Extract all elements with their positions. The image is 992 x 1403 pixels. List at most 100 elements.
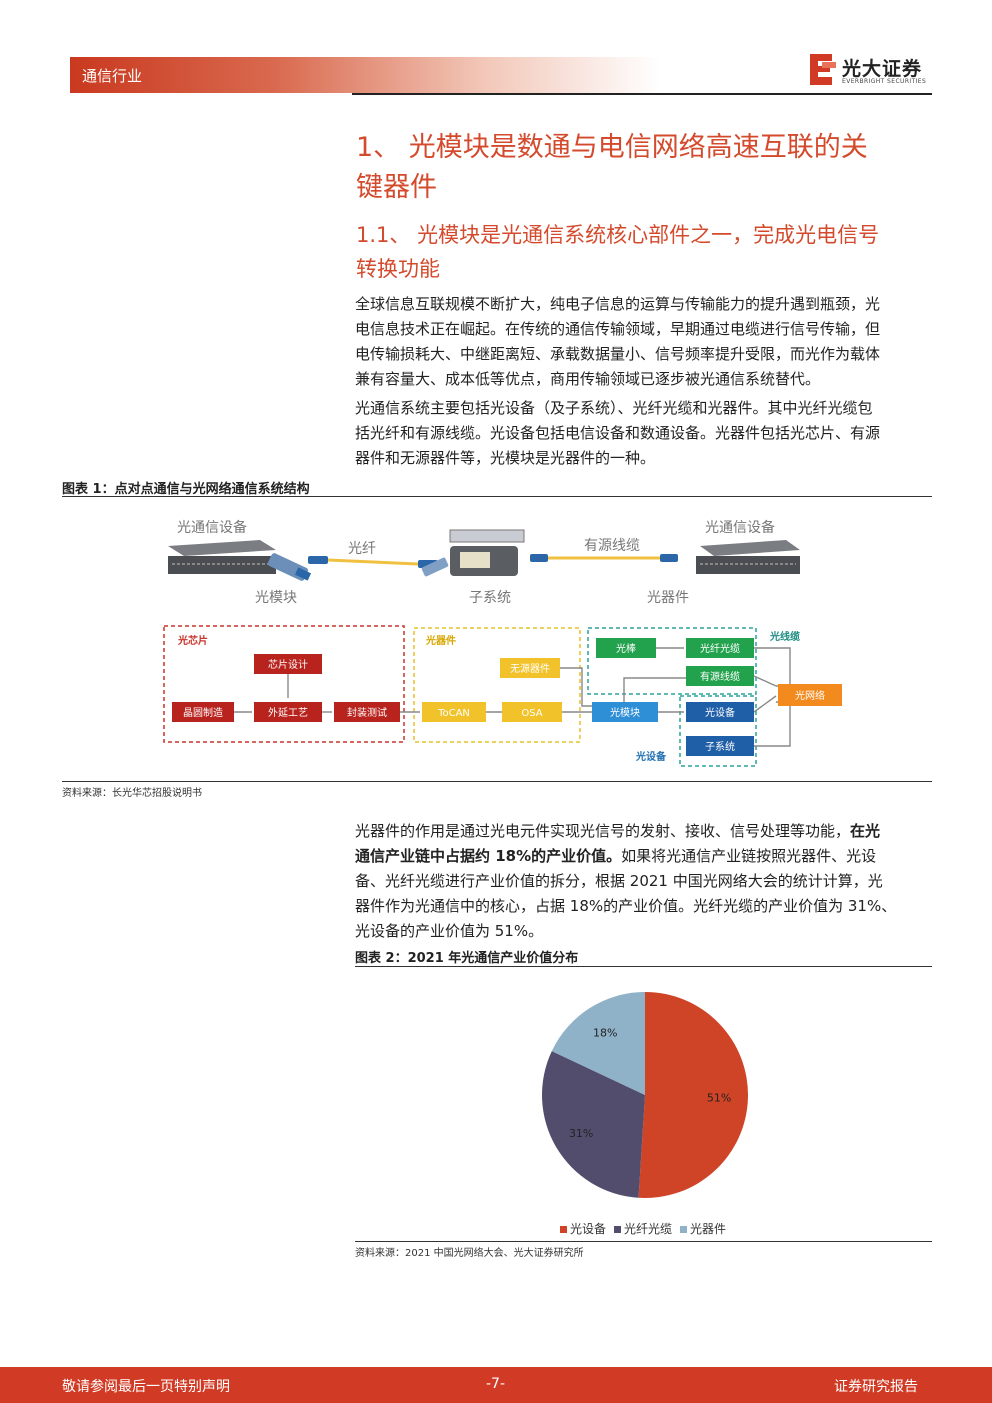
paragraph-1: 全球信息互联规模不断扩大，纯电子信息的运算与传输能力的提升遇到瓶颈，光 电信息技… — [355, 292, 932, 392]
box-tocan — [422, 702, 486, 722]
pie-data-label: 31% — [569, 1127, 593, 1140]
box-packaging — [334, 702, 400, 722]
heading-2-line2: 转换功能 — [356, 257, 440, 281]
header-section: 通信行业 — [82, 67, 143, 85]
box-chip-design-text: 芯片设计 — [268, 658, 308, 671]
pie-data-label: 51% — [707, 1091, 731, 1104]
group-chip-frame — [163, 625, 405, 743]
figure-1-top-rule — [62, 496, 932, 497]
p3-line: 器件作为光通信中的核心，占据 18%的产业价值。光纤光缆的产业价值为 31%、 — [355, 897, 897, 915]
footer-band: 敬请参阅最后一页特别声明 -7- 证券研究报告 — [0, 1367, 992, 1403]
box-module-text: 光模块 — [610, 706, 640, 719]
active-cable-icon — [530, 554, 678, 562]
box-epitaxy — [254, 702, 322, 722]
box-network-text: 光网络 — [795, 689, 825, 702]
legend-label: 光纤光缆 — [624, 1222, 673, 1236]
group-chip-label: 光芯片 — [177, 634, 208, 647]
box-subsystem — [686, 736, 754, 756]
p1-line: 全球信息互联规模不断扩大，纯电子信息的运算与传输能力的提升遇到瓶颈，光 — [355, 295, 881, 313]
legend-item: 光纤光缆 — [614, 1222, 672, 1236]
page-number: -7- — [486, 1376, 506, 1392]
box-active-cable-text: 有源线缆 — [700, 670, 740, 683]
box-osa-text: OSA — [521, 708, 542, 719]
box-fiber-cable-text: 光纤光缆 — [700, 642, 740, 655]
pie-slice — [542, 1051, 645, 1198]
figure-1-diagram: 光通信设备 光纤 有源线缆 光通信设备 光模块 子系统 光器件 光芯片 光器件 … — [163, 519, 842, 767]
p3-line: 通信产业链中占据约 18%的产业价值。如果将光通信产业链按照光器件、光设 — [355, 844, 932, 869]
figure-1-source: 资料来源：长光华芯招股说明书 — [62, 788, 202, 799]
p3-line: 备、光纤光缆进行产业价值的拆分，根据 2021 中国光网络大会的统计计算，光 — [355, 872, 883, 890]
figure-1-bottom-rule — [62, 781, 932, 782]
p1-line: 电信息技术正在崛起。在传统的通信传输领域，早期通过电缆进行信号传输，但 — [355, 320, 881, 338]
heading-1-line2: 键器件 — [356, 172, 437, 203]
group-cable-label: 光线缆 — [769, 630, 800, 643]
heading-1: 1、 光模块是数通与电信网络高速互联的关 键器件 — [356, 128, 936, 208]
box-fiber-cable — [686, 638, 754, 658]
label-equip-left: 光通信设备 — [177, 519, 247, 536]
pie-legend: 光设备 光纤光缆 光器件 — [560, 1218, 780, 1237]
heading-2-line1: 1.1、 光模块是光通信系统核心部件之一，完成光电信号 — [356, 223, 880, 247]
box-passive-text: 无源器件 — [510, 662, 550, 675]
heading-2: 1.1、 光模块是光通信系统核心部件之一，完成光电信号 转换功能 — [356, 218, 936, 286]
box-subsystem-text: 子系统 — [705, 740, 735, 753]
legend-swatch — [680, 1226, 688, 1233]
pie-slice — [551, 992, 645, 1095]
figure-2-bottom-rule — [355, 1241, 932, 1242]
box-rod-text: 光棒 — [616, 642, 636, 655]
paragraph-2: 光通信系统主要包括光设备（及子系统）、光纤光缆和光器件。其中光纤光缆包 括光纤和… — [355, 396, 932, 471]
box-packaging-text: 封装测试 — [347, 706, 387, 719]
figure-2-source: 资料来源：2021 中国光网络大会、光大证券研究所 — [355, 1248, 584, 1259]
p3-text: 如果将光通信产业链按照光器件、光设 — [621, 847, 877, 865]
figure-2-title: 图表 2：2021 年光通信产业价值分布 — [355, 951, 579, 966]
brand-name-en: EVERBRIGHT SECURITIES — [842, 78, 927, 85]
box-chip-design — [254, 654, 322, 674]
pie-slice — [638, 992, 749, 1198]
fiber-icon — [308, 556, 438, 568]
label-equip-right: 光通信设备 — [705, 519, 775, 536]
label-fiber: 光纤 — [348, 541, 376, 557]
group-cable-frame — [587, 627, 757, 695]
brand-logo-icon — [810, 54, 836, 85]
footer-report-type: 证券研究报告 — [834, 1379, 918, 1395]
subsystem-icon — [421, 529, 525, 577]
label-subsystem: 子系统 — [469, 590, 511, 606]
legend-swatch — [614, 1226, 622, 1233]
equipment-right-icon — [696, 540, 800, 574]
box-tocan-text: ToCAN — [437, 708, 470, 719]
box-wafer-text: 晶圆制造 — [183, 706, 223, 719]
box-wafer — [172, 702, 234, 722]
box-rod — [596, 638, 656, 658]
p3-bold: 通信产业链中占据约 18%的产业价值。 — [355, 847, 622, 865]
group-device-label: 光器件 — [425, 634, 456, 647]
p2-line: 器件和无源器件等，光模块是光器件的一种。 — [355, 449, 656, 467]
figure-2-top-rule — [355, 966, 932, 967]
figure-1-title: 图表 1：点对点通信与光网络通信系统结构 — [62, 482, 310, 497]
legend-label: 光设备 — [570, 1222, 607, 1236]
group-equipment-frame — [679, 695, 757, 767]
header-rule — [352, 93, 932, 95]
p1-line: 电传输损耗大、中继距离短、承载数据量小、信号频率提升受限，而光作为载体 — [355, 345, 881, 363]
brand-name: 光大证券 — [842, 58, 923, 80]
p2-line: 括光纤和有源线缆。光设备包括电信设备和数通设备。光器件包括光芯片、有源 — [355, 424, 881, 442]
pie-data-label: 18% — [593, 1026, 617, 1039]
header-band: 通信行业 — [70, 57, 660, 93]
box-passive — [500, 658, 560, 678]
p3-text: 光器件的作用是通过光电元件实现光信号的发射、接收、信号处理等功能， — [355, 822, 851, 840]
p3-line: 光器件的作用是通过光电元件实现光信号的发射、接收、信号处理等功能，在光 — [355, 819, 932, 844]
paragraph-3: 光器件的作用是通过光电元件实现光信号的发射、接收、信号处理等功能，在光 通信产业… — [355, 819, 932, 944]
box-osa — [502, 702, 562, 722]
footer-disclaimer: 敬请参阅最后一页特别声明 — [62, 1379, 230, 1395]
legend-label: 光器件 — [690, 1222, 727, 1236]
label-device: 光器件 — [647, 590, 689, 606]
p1-line: 兼有容量大、成本低等优点，商用传输领域已逐步被光通信系统替代。 — [355, 370, 821, 388]
legend-swatch — [560, 1226, 567, 1233]
legend-item: 光器件 — [680, 1222, 726, 1236]
box-equipment-text: 光设备 — [705, 706, 735, 719]
equipment-left-icon — [168, 540, 276, 574]
group-equipment-label: 光设备 — [635, 750, 667, 763]
p3-line: 光设备的产业价值为 51%。 — [355, 922, 544, 940]
box-equipment — [686, 702, 754, 722]
module-left-icon — [267, 553, 312, 581]
box-epitaxy-text: 外延工艺 — [268, 707, 308, 719]
box-active-cable — [686, 666, 754, 686]
